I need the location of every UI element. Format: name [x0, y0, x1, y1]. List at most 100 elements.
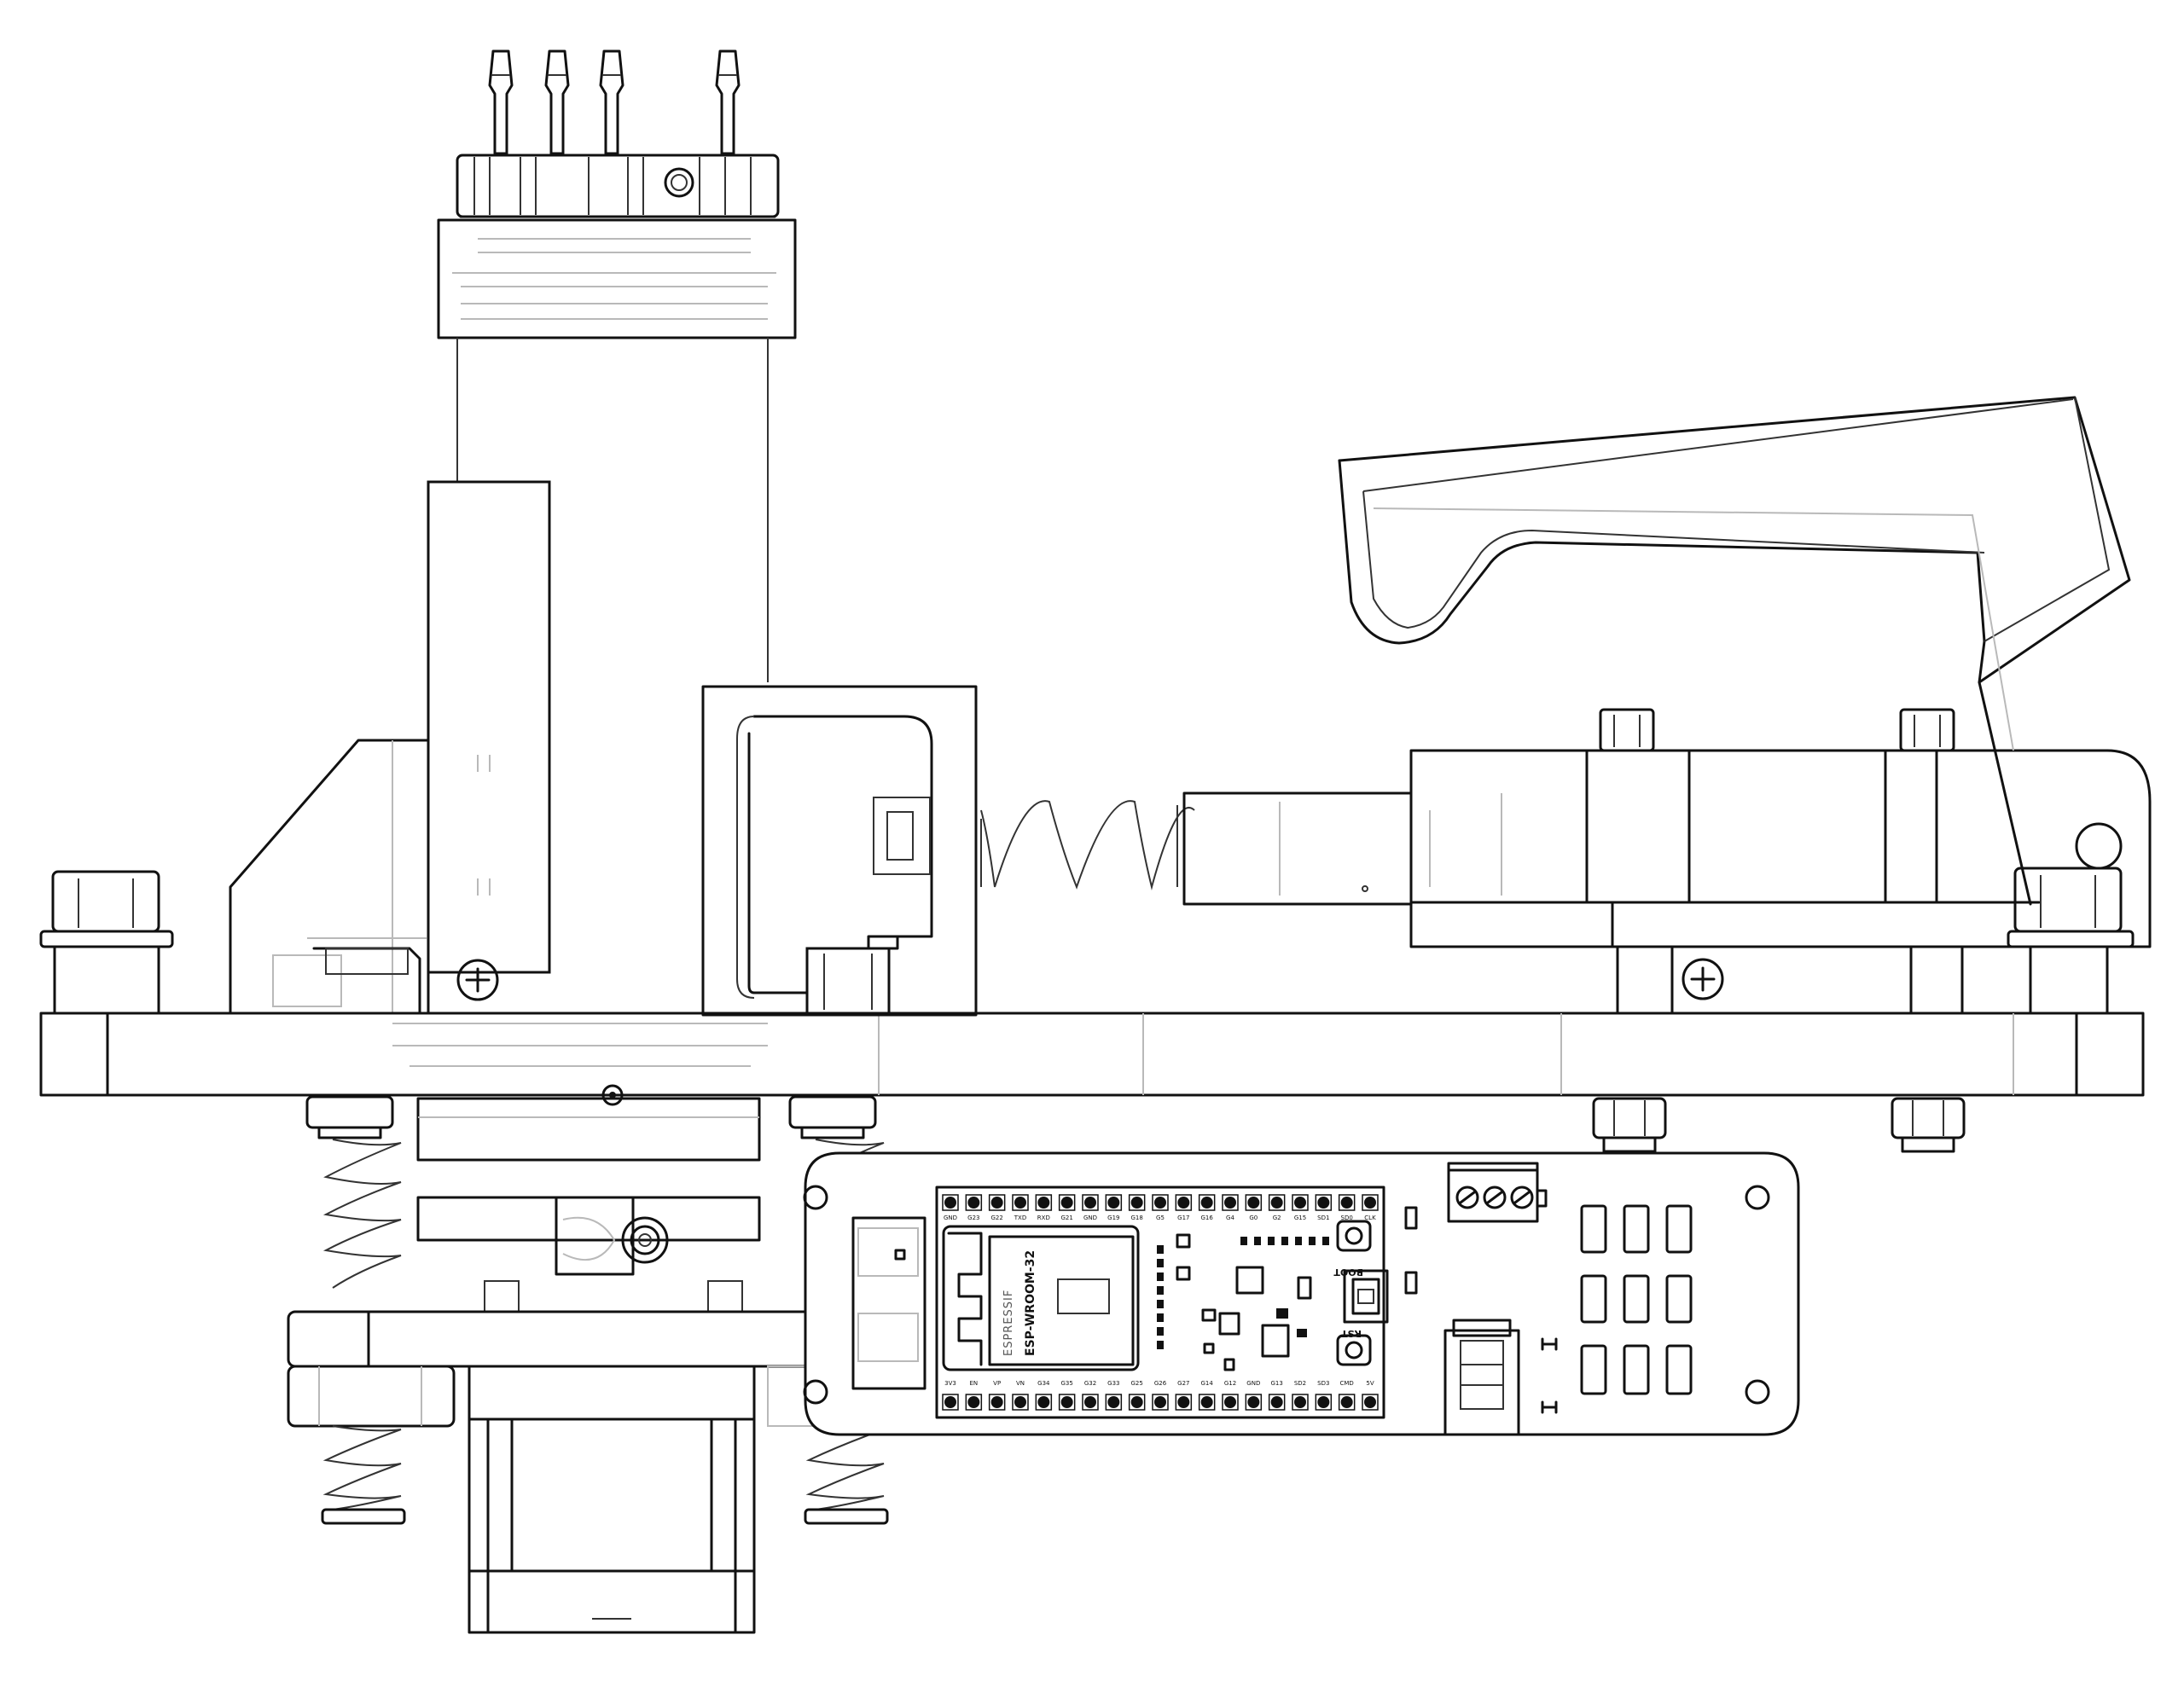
header-pin-pad [1012, 1194, 1029, 1211]
header-pin-label: G23 [967, 1215, 979, 1221]
header-pin-pad [1035, 1394, 1053, 1411]
header-pin-label: G0 [1249, 1215, 1258, 1221]
solenoid-frame [701, 685, 978, 1017]
header-pin [1270, 1197, 1283, 1209]
header-pin-label: G35 [1060, 1380, 1072, 1387]
header-pin-label: SD0 [1341, 1215, 1353, 1221]
header-pin-label: GND [944, 1215, 957, 1221]
nut-plate-mid-spring [788, 1095, 877, 1139]
nut-right-2 [1891, 1097, 1966, 1153]
header-pin [1037, 1197, 1050, 1209]
header-pin [1037, 1396, 1050, 1408]
header-pin [1270, 1396, 1283, 1408]
smd-resistor-array [1580, 1204, 1693, 1395]
header-pin-label: G2 [1273, 1215, 1281, 1221]
header-pin-pad [1152, 1394, 1169, 1411]
header-pin-pad [1035, 1194, 1053, 1211]
header-pin-pad [1292, 1394, 1309, 1411]
header-pin-label: SD3 [1317, 1380, 1329, 1387]
stepper-motor [468, 1365, 756, 1634]
header-pin [1084, 1197, 1096, 1209]
header-pin-label: G13 [1270, 1380, 1282, 1387]
header-pin [1014, 1396, 1026, 1408]
bolt-right [2007, 867, 2135, 1015]
header-pin-label: SD2 [1294, 1380, 1306, 1387]
header-pin [1084, 1396, 1096, 1408]
header-pin-pad [1245, 1394, 1263, 1411]
header-pin-label: G12 [1224, 1380, 1236, 1387]
compression-spring-lower-left [321, 1425, 406, 1525]
nut-plate-left-spring [305, 1095, 394, 1139]
header-pin [1130, 1197, 1143, 1209]
bolt-actuator-2 [1899, 708, 1955, 752]
nut-right-1 [1592, 1097, 1667, 1153]
header-pin [944, 1197, 956, 1209]
lever-handle [1338, 396, 2131, 906]
header-pin-label: G21 [1060, 1215, 1072, 1221]
header-pin [1364, 1197, 1376, 1209]
header-pin [1200, 1396, 1213, 1408]
header-pin-pad [1338, 1194, 1356, 1211]
header-pin-label: G19 [1107, 1215, 1119, 1221]
header-pin [1130, 1396, 1143, 1408]
header-pin-pad [1315, 1194, 1333, 1211]
reset-button[interactable]: RST [1336, 1328, 1372, 1366]
valve-column [456, 338, 769, 682]
header-pins-bottom [942, 1394, 1379, 1411]
header-pin-label: G15 [1294, 1215, 1306, 1221]
header-pin-pad [1082, 1194, 1099, 1211]
header-pin [1340, 1396, 1353, 1408]
header-pin [1247, 1197, 1260, 1209]
header-pin-pad [1222, 1394, 1239, 1411]
header-pin [1107, 1197, 1120, 1209]
header-pin-pad [1198, 1194, 1216, 1211]
screw-terminal [1447, 1162, 1548, 1223]
compression-spring-horizontal [980, 800, 1195, 890]
header-pin [1317, 1396, 1330, 1408]
header-pin-label: TXD [1014, 1215, 1026, 1221]
header-pin-label: VP [993, 1380, 1001, 1387]
header-pin-pad [942, 1394, 959, 1411]
header-pin [1060, 1396, 1073, 1408]
header-pin-label: G4 [1226, 1215, 1234, 1221]
header-pin-pad [1268, 1194, 1286, 1211]
header-pin-pad [1175, 1394, 1193, 1411]
header-pin [967, 1197, 980, 1209]
header-pin [1154, 1197, 1166, 1209]
header-pin-label: G26 [1154, 1380, 1167, 1387]
header-pin-pad [1315, 1394, 1333, 1411]
header-pin [1317, 1197, 1330, 1209]
header-pin [1294, 1197, 1306, 1209]
espressif-logo-icon: ESPRESSIF [1002, 1290, 1015, 1356]
angle-bracket [229, 739, 430, 1015]
header-pin-label: G27 [1177, 1380, 1189, 1387]
header-pin-pad [1128, 1194, 1146, 1211]
phillips-screw-right [1682, 958, 1724, 1000]
header-pin-label: G14 [1200, 1380, 1213, 1387]
header-pin [1247, 1396, 1260, 1408]
header-pin-pad [965, 1194, 983, 1211]
usb-connector [1343, 1269, 1389, 1324]
compression-spring-lower-middle [804, 1425, 889, 1525]
header-pins-top [942, 1194, 1379, 1211]
reset-button-label: RST [1341, 1328, 1362, 1339]
header-pin-label: GND [1083, 1215, 1097, 1221]
header-pin [1224, 1396, 1236, 1408]
base-plate [39, 1012, 2145, 1106]
header-pin-pad [1245, 1194, 1263, 1211]
header-pin [1224, 1197, 1236, 1209]
header-pin [990, 1396, 1003, 1408]
header-pin-pad [1222, 1194, 1239, 1211]
header-pin-label: G5 [1156, 1215, 1165, 1221]
header-pin-label: G17 [1177, 1215, 1189, 1221]
header-pin-pad [1198, 1394, 1216, 1411]
header-pin [1177, 1396, 1190, 1408]
actuator-body [1409, 749, 2152, 948]
header-pin-pad [988, 1194, 1006, 1211]
header-pin-pad [1058, 1394, 1076, 1411]
barrel-jack [1443, 1319, 1520, 1436]
jst-connector [851, 1216, 926, 1390]
vertical-plate [427, 480, 551, 974]
